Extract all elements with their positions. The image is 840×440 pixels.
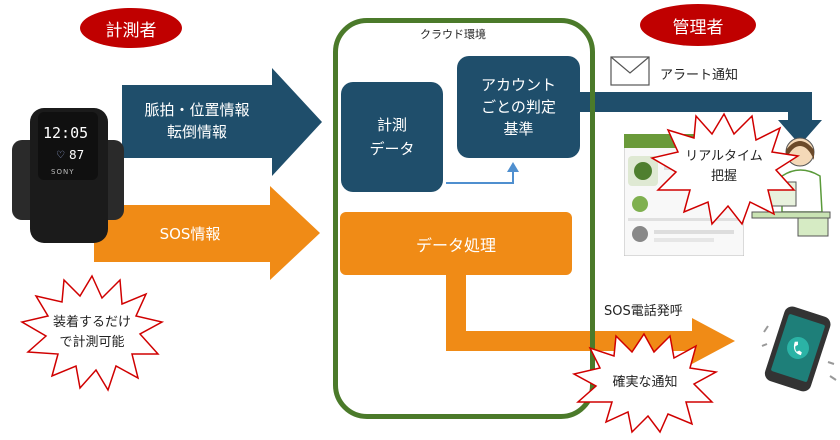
cloud-label: クラウド環境 bbox=[420, 28, 486, 41]
admin-label: 管理者 bbox=[672, 17, 724, 38]
measurer-label: 計測者 bbox=[105, 20, 157, 41]
sos-info-text: SOS情報 bbox=[159, 224, 221, 243]
alert-arrow bbox=[575, 92, 822, 145]
watch-bpm: 87 bbox=[69, 148, 85, 162]
sos-info-arrow bbox=[94, 186, 320, 280]
wear-only-burst bbox=[19, 274, 165, 392]
watch-brand: SONY bbox=[51, 168, 75, 176]
envelope-icon bbox=[610, 56, 650, 86]
smartwatch-icon bbox=[12, 108, 124, 243]
admin-badge: 管理者 bbox=[640, 4, 756, 46]
data-connector-head bbox=[507, 162, 519, 172]
pulse-info-arrow bbox=[122, 68, 322, 176]
measurer-badge: 計測者 bbox=[80, 8, 182, 48]
account-criteria-box: アカウント ごとの判定 基準 bbox=[457, 56, 580, 158]
data-processing-box: データ処理 bbox=[340, 212, 572, 275]
sos-call-arrow bbox=[446, 272, 735, 364]
wear-only-text: 装着するだけ で計測可能 bbox=[52, 315, 131, 350]
sos-call-label: SOS電話発呼 bbox=[604, 304, 683, 319]
reliable-notice-burst bbox=[571, 332, 719, 434]
cloud-environment bbox=[333, 18, 595, 419]
data-connector bbox=[446, 170, 514, 184]
heart-icon: ♡ bbox=[56, 150, 65, 161]
watch-time: 12:05 bbox=[43, 124, 89, 142]
alert-notice-label: アラート通知 bbox=[660, 68, 739, 83]
realtime-text: リアルタイム 把握 bbox=[685, 149, 763, 184]
smartphone-icon bbox=[761, 306, 837, 392]
reliable-notice-text: 確実な通知 bbox=[612, 374, 678, 390]
measure-data-box: 計測 データ bbox=[341, 82, 443, 192]
realtime-burst bbox=[649, 112, 801, 226]
pulse-info-text: 脈拍・位置情報 転倒情報 bbox=[144, 101, 250, 141]
